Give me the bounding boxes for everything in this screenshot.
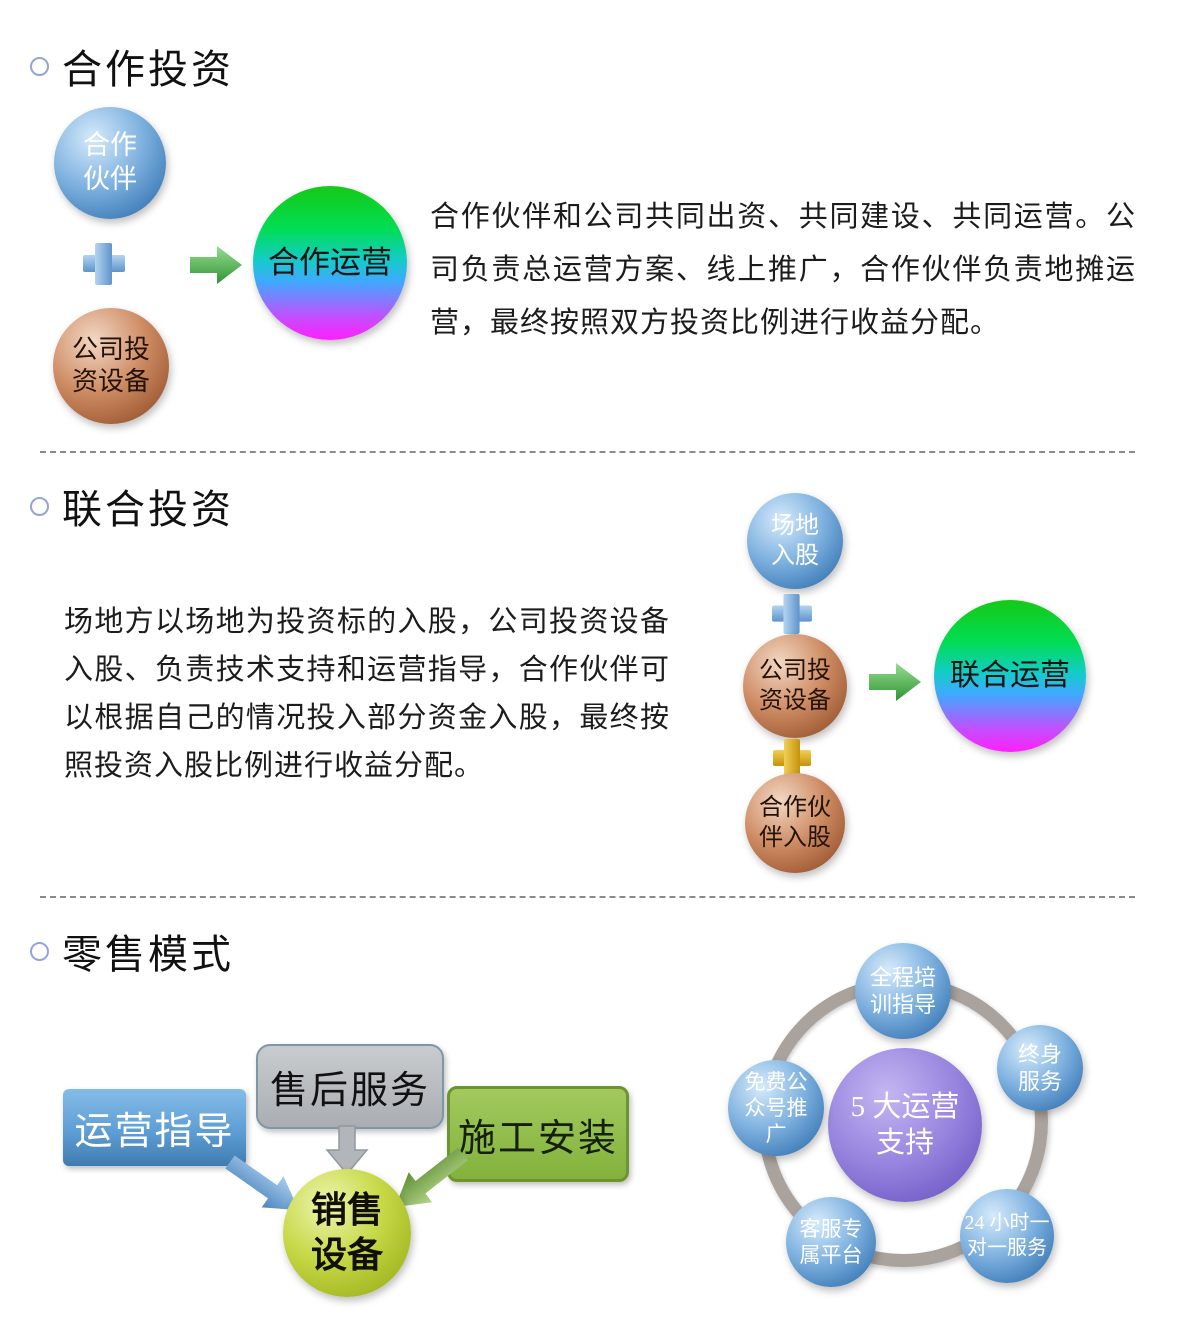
- install-box: 施工安装: [447, 1086, 629, 1182]
- aftersale-service-label: 售后服务: [269, 1070, 430, 1112]
- lifetime-service-sphere-label: 终身 服务: [1017, 1041, 1062, 1095]
- section1-bullet-icon: [30, 57, 49, 76]
- promotion-sphere: 免费公 众号推 广: [728, 1060, 824, 1156]
- section1-title: 合作投资: [62, 47, 234, 92]
- company-invest-sphere-label: 公司投 资设备: [759, 658, 831, 714]
- section-divider: [40, 451, 1135, 453]
- site-share-sphere: 场地 入股: [747, 493, 843, 589]
- sales-equipment-sphere: 销售 设备: [283, 1169, 411, 1297]
- partner-sphere-label: 合作 伙伴: [83, 130, 137, 194]
- diagonal-arrow-icon: [395, 1147, 468, 1207]
- plus-icon: [772, 594, 812, 634]
- down-arrow-icon: [325, 1125, 369, 1176]
- operation-guide-label: 运营指导: [74, 1111, 235, 1153]
- install-label: 施工安装: [457, 1117, 618, 1160]
- section1-paragraph: 合作伙伴和公司共同出资、共同建设、共同运营。公司负责总运营方案、线上推广，合作伙…: [430, 201, 1136, 339]
- right-arrow-icon: [869, 663, 921, 701]
- partner-sphere: 合作 伙伴: [54, 107, 166, 219]
- site-share-sphere-label: 场地 入股: [771, 513, 819, 569]
- customer-platform-sphere-label: 客服专 属平台: [799, 1216, 863, 1267]
- support-24h-sphere-label: 24 小时一 对一服务: [964, 1212, 1050, 1259]
- promotion-sphere-label: 免费公 众号推 广: [744, 1069, 808, 1147]
- partner-share-sphere: 合作伙 伴入股: [745, 773, 845, 873]
- company-invest-sphere-label: 公司投 资设备: [71, 334, 150, 397]
- support-hub-label: 5 大运营 支持: [850, 1090, 960, 1159]
- training-sphere-label: 全程培 训指导: [869, 964, 936, 1018]
- support-hub-sphere: 5 大运营 支持: [828, 1048, 982, 1202]
- section2-paragraph: 场地方以场地为投资标的入股，公司投资设备入股、负责技术支持和运营指导，合作伙伴可…: [64, 606, 670, 782]
- operation-guide-box: 运营指导: [63, 1089, 246, 1166]
- right-arrow-icon: [190, 246, 242, 284]
- company-invest-sphere: 公司投 资设备: [743, 634, 847, 738]
- partner-share-sphere-label: 合作伙 伴入股: [759, 795, 831, 851]
- joint-operation-sphere-label: 联合运营: [950, 659, 1070, 693]
- plus-icon: [83, 243, 125, 285]
- diagonal-arrow-icon: [225, 1155, 299, 1211]
- section3-title: 零售模式: [62, 932, 234, 977]
- coop-operation-sphere: 合作运营: [253, 186, 407, 340]
- sales-equipment-sphere-label: 销售 设备: [310, 1190, 383, 1275]
- lifetime-service-sphere: 终身 服务: [997, 1025, 1083, 1111]
- plus-icon: [773, 739, 811, 777]
- section3-bullet-icon: [30, 942, 49, 961]
- section2-bullet-icon: [30, 497, 49, 516]
- company-invest-sphere: 公司投 资设备: [53, 308, 169, 424]
- coop-operation-sphere-label: 合作运营: [268, 244, 392, 280]
- support-24h-sphere: 24 小时一 对一服务: [960, 1189, 1054, 1283]
- section2-title: 联合投资: [62, 487, 234, 532]
- joint-operation-sphere: 联合运营: [934, 600, 1086, 752]
- training-sphere: 全程培 训指导: [855, 943, 951, 1039]
- customer-platform-sphere: 客服专 属平台: [786, 1197, 876, 1287]
- aftersale-service-box: 售后服务: [256, 1044, 444, 1129]
- section-divider: [40, 896, 1135, 898]
